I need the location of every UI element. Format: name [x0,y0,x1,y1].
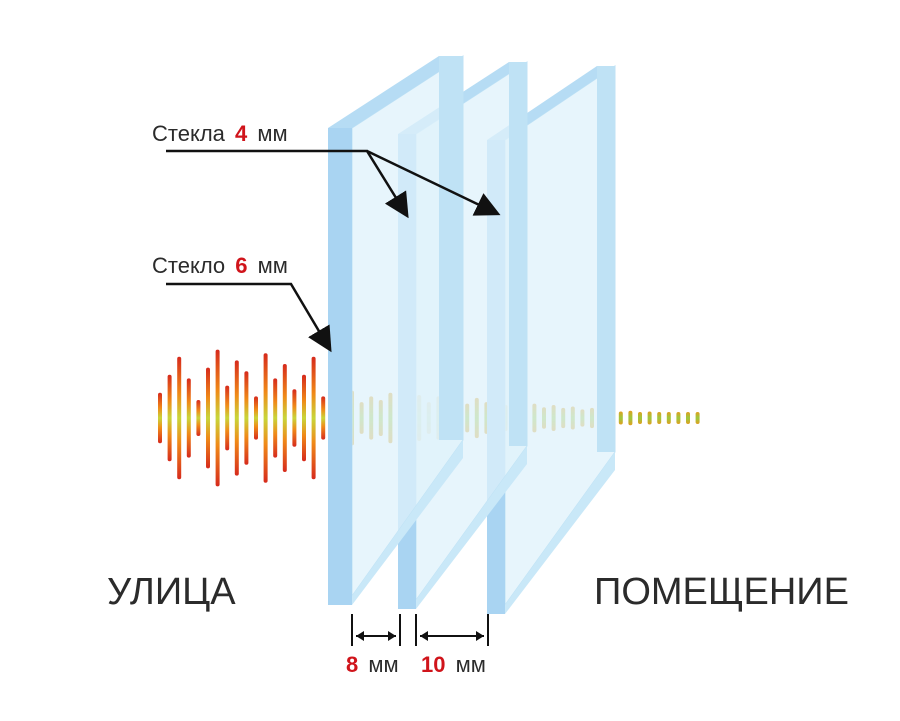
sound-wave-bar [186,378,191,458]
sound-wave-bar [244,371,249,465]
label-room: ПОМЕЩЕНИЕ [594,571,849,613]
sound-wave-bar [657,412,662,424]
sound-wave-bar [254,396,258,440]
sound-wave-bar [695,412,700,424]
sound-wave-bar [638,412,642,424]
sound-wave-bar [177,356,182,480]
label-street: УЛИЦА [107,571,236,613]
sound-wave-bar [282,364,287,472]
sound-wave-bar [206,367,210,469]
sound-wave-bar [647,411,652,425]
label-glass6: Стекло 6 мм [152,253,288,278]
sound-wave-bar [311,356,316,480]
label-gap-8mm: 8 мм [346,652,399,677]
sound-wave-bar [196,400,201,436]
sound-wave-bar [292,389,297,447]
sound-wave-bar [167,374,172,462]
sound-wave-bar [225,385,230,451]
sound-wave-bar [666,412,671,424]
sound-wave-bar [321,396,326,440]
gap-dimension-10mm [415,614,489,646]
sound-wave-bar [302,374,306,462]
sound-wave-bar [676,412,681,424]
sound-wave-bar [263,353,268,483]
sound-wave-bar [618,411,623,425]
label-gap-10mm: 10 мм [421,652,486,677]
sound-wave-bar [686,412,690,424]
sound-wave-bar [234,360,239,476]
label-glass4: Стекла 4 мм [152,121,288,146]
sound-wave-bar [628,410,633,426]
leader-glass4 [166,149,501,219]
leader-glass6 [166,282,332,353]
sound-wave-bar [215,349,220,487]
sound-wave-bar [273,378,278,458]
sound-wave-bar [158,392,162,444]
pane-outer [328,55,464,605]
gap-dimension-8mm [351,614,401,646]
